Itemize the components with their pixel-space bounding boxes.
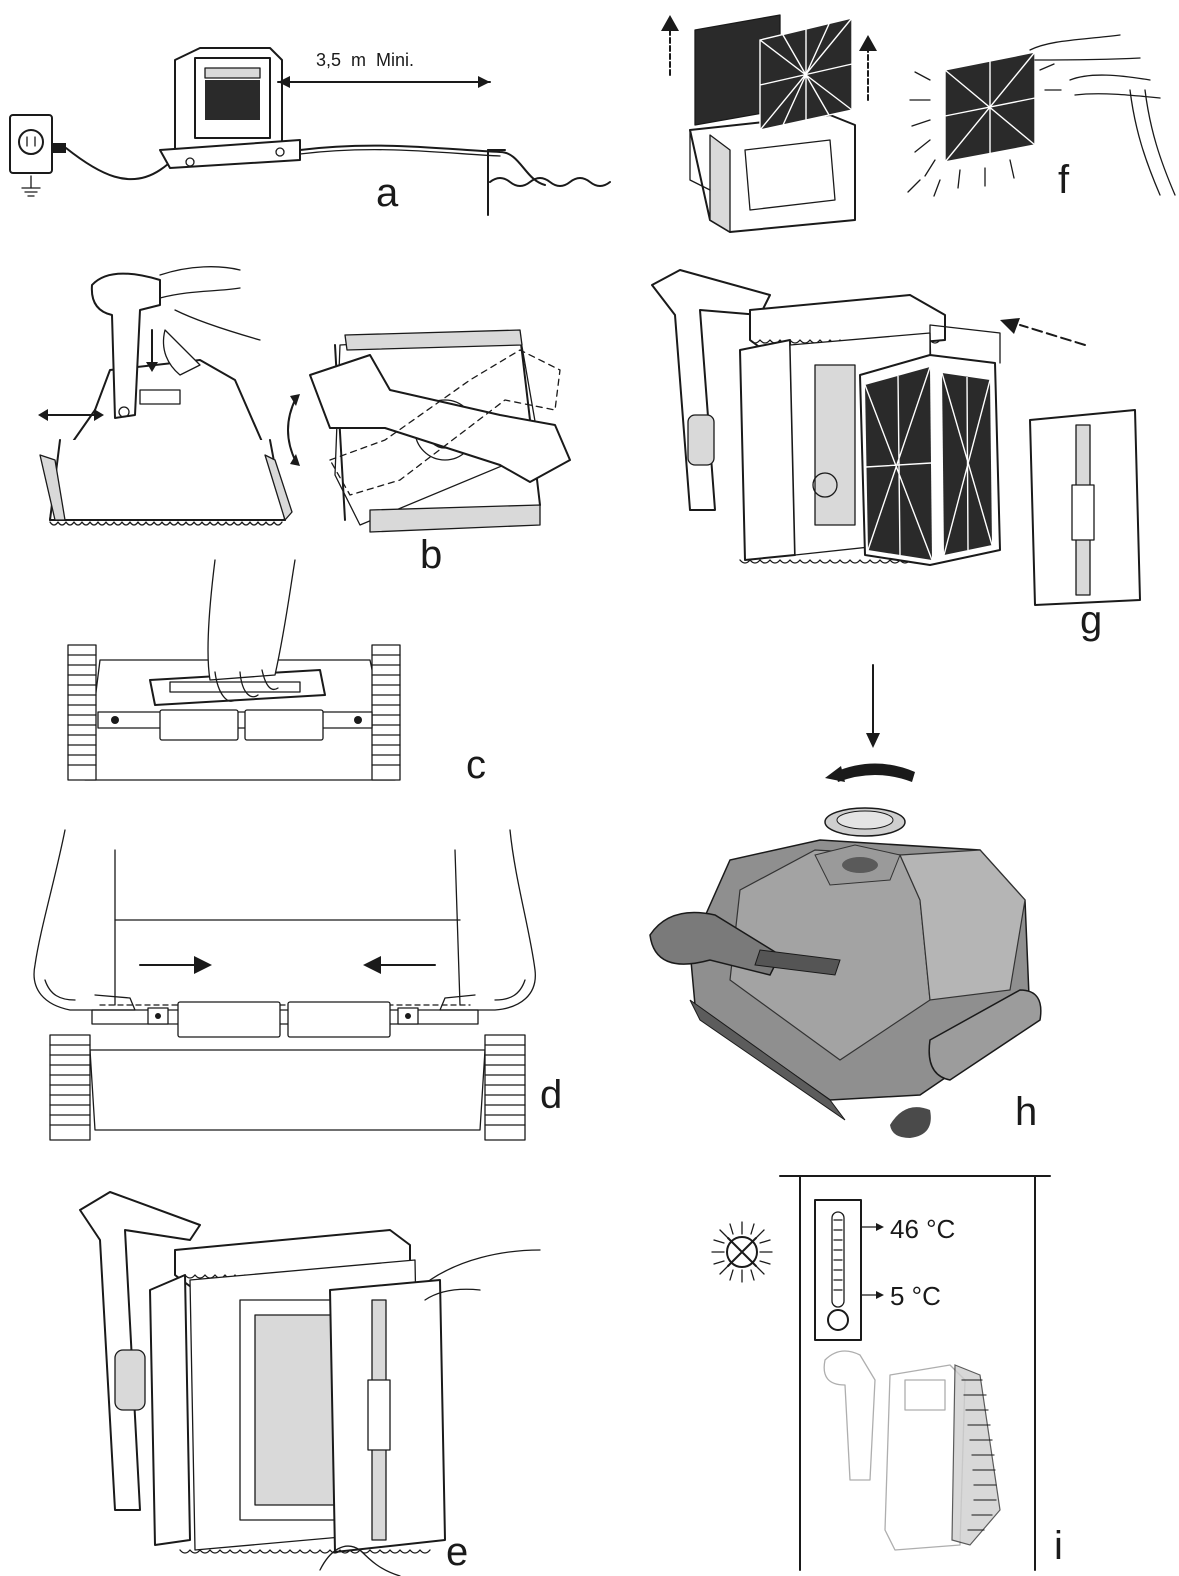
panel-c-label: c [466,743,486,787]
track-assembly-illustration [33,829,536,1141]
panel-a: 3,5 m Mini. a [0,0,611,230]
panel-d-label: d [540,1073,563,1117]
panel-i-label: i [1054,1524,1063,1568]
filter-cleaning-illustration [661,14,1176,233]
panel-d: d [0,829,600,1150]
assembled-robot-illustration [649,664,1042,1138]
filter-insertion-illustration [651,269,1141,606]
panel-e: e [0,1180,600,1576]
handle-adjustment-illustration [38,266,571,533]
panel-b: b [0,250,600,580]
handle-removal-illustration [67,559,401,781]
panel-i: 46 °C 5 °C i [700,1150,1179,1576]
min-temperature-label: 5 °C [890,1281,941,1311]
panel-b-label: b [420,533,443,577]
distance-label: 3,5 m Mini. [316,50,415,70]
panel-e-label: e [446,1530,469,1574]
panel-h: h [630,660,1179,1140]
max-temperature-label: 46 °C [890,1214,956,1244]
storage-conditions-illustration [711,1175,1051,1571]
panel-c: c [0,559,600,800]
bottom-lid-removal-illustration [79,1191,541,1576]
panel-g-label: g [1080,598,1103,642]
no-sun-icon [711,1221,773,1283]
panel-a-label: a [376,171,399,215]
power-supply-illustration [9,47,611,216]
panel-g: g [630,255,1179,650]
panel-h-label: h [1015,1090,1038,1134]
panel-f-label: f [1058,158,1070,202]
panel-f: f [630,0,1179,240]
